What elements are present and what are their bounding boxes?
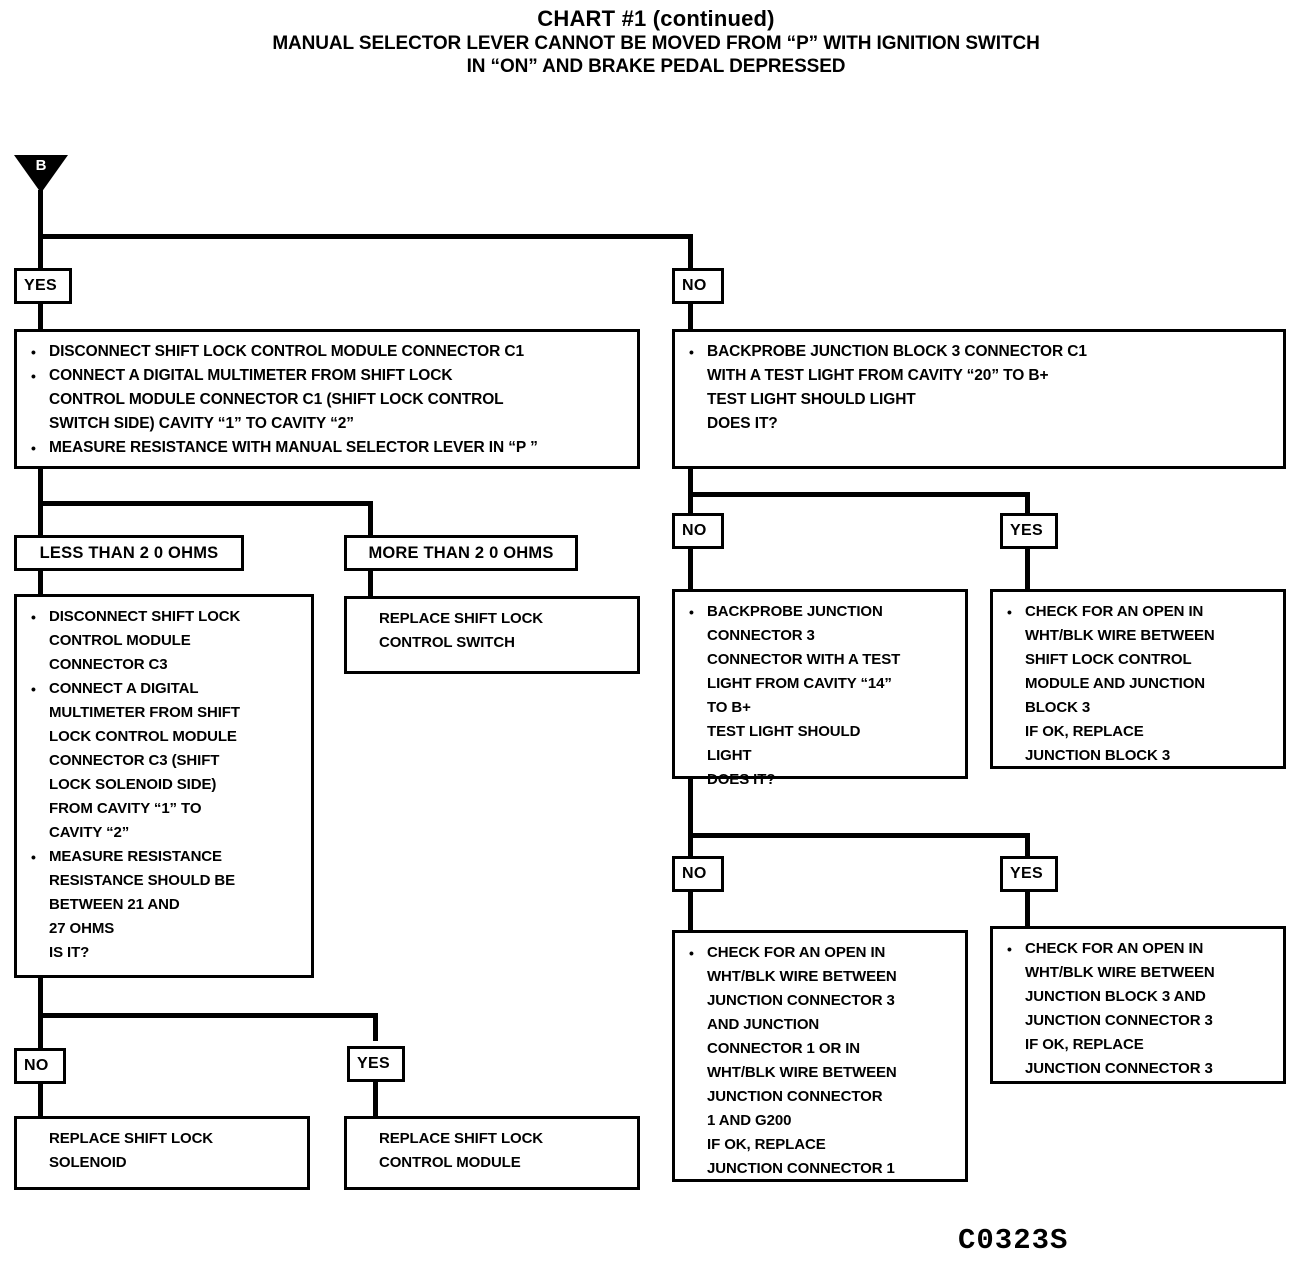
step-line: MEASURE RESISTANCE RESISTANCE SHOULD BE … (27, 845, 301, 965)
action-box-open-junction-block-3-to-connector-3: CHECK FOR AN OPEN IN WHT/BLK WIRE BETWEE… (990, 926, 1286, 1084)
connector-label: B (35, 157, 47, 174)
step-line: CONNECT A DIGITAL MULTIMETER FROM SHIFT … (27, 364, 627, 436)
branch-label-yes-mid-right[interactable]: YES (1000, 513, 1058, 549)
connector-line (38, 501, 373, 506)
connector-line (688, 469, 693, 527)
page-title: CHART #1 (continued) MANUAL SELECTOR LEV… (0, 6, 1312, 78)
branch-label-text: NO (682, 865, 707, 882)
branch-label-text: NO (682, 522, 707, 539)
action-line: REPLACE SHIFT LOCK CONTROL MODULE (379, 1130, 544, 1171)
step-line: DISCONNECT SHIFT LOCK CONTROL MODULE CON… (27, 340, 627, 364)
connector-line (1025, 833, 1030, 858)
step-box-backprobe-junction-block-3: BACKPROBE JUNCTION BLOCK 3 CONNECTOR C1 … (672, 329, 1286, 469)
connector-line (1025, 492, 1030, 514)
branch-label-text: NO (682, 277, 707, 294)
branch-label-yes-top[interactable]: YES (14, 268, 72, 304)
page-connector-b-icon: B (14, 155, 68, 193)
action-box-replace-shift-lock-solenoid: REPLACE SHIFT LOCK SOLENOID (14, 1116, 310, 1190)
action-box-replace-shift-lock-control-module: REPLACE SHIFT LOCK CONTROL MODULE (344, 1116, 640, 1190)
step-box-left-test-c1: DISCONNECT SHIFT LOCK CONTROL MODULE CON… (14, 329, 640, 469)
action-line: REPLACE SHIFT LOCK SOLENOID (49, 1130, 214, 1171)
step-line: BACKPROBE JUNCTION BLOCK 3 CONNECTOR C1 … (685, 340, 1273, 436)
branch-label-yes-left-bottom[interactable]: YES (347, 1046, 405, 1082)
connector-line (38, 190, 43, 238)
branch-label-less-than-2-0-ohms[interactable]: LESS THAN 2 0 OHMS (14, 535, 244, 571)
branch-label-text: YES (1010, 522, 1043, 539)
connector-line (38, 234, 43, 270)
branch-label-text: YES (24, 277, 57, 294)
connector-line (38, 234, 693, 239)
connector-line (373, 1013, 378, 1041)
connector-line (688, 891, 693, 931)
branch-label-yes-low-right[interactable]: YES (1000, 856, 1058, 892)
step-line: DISCONNECT SHIFT LOCK CONTROL MODULE CON… (27, 605, 301, 677)
step-line: CONNECT A DIGITAL MULTIMETER FROM SHIFT … (27, 677, 301, 845)
triangle-shape (14, 155, 68, 193)
connector-line (688, 548, 693, 590)
connector-line (1025, 548, 1030, 590)
branch-label-no-top[interactable]: NO (672, 268, 724, 304)
chart-title-line1: CHART #1 (continued) (537, 6, 775, 31)
action-box-open-shift-lock-module-to-junction-block-3: CHECK FOR AN OPEN IN WHT/BLK WIRE BETWEE… (990, 589, 1286, 769)
connector-line (688, 492, 1030, 497)
connector-line (373, 1081, 378, 1117)
connector-line (38, 303, 43, 329)
connector-line (368, 501, 373, 537)
connector-line (1025, 891, 1030, 927)
action-line: CHECK FOR AN OPEN IN WHT/BLK WIRE BETWEE… (685, 941, 955, 1181)
connector-line (368, 570, 373, 596)
branch-label-text: NO (24, 1057, 49, 1074)
connector-line (688, 234, 693, 270)
branch-label-more-than-2-0-ohms[interactable]: MORE THAN 2 0 OHMS (344, 535, 578, 571)
step-box-backprobe-junction-connector-3: BACKPROBE JUNCTION CONNECTOR 3 CONNECTOR… (672, 589, 968, 788)
connector-line (38, 1083, 43, 1117)
action-line: CHECK FOR AN OPEN IN WHT/BLK WIRE BETWEE… (1003, 937, 1273, 1081)
action-line: CHECK FOR AN OPEN IN WHT/BLK WIRE BETWEE… (1003, 600, 1273, 768)
branch-label-text: LESS THAN 2 0 OHMS (39, 543, 219, 562)
connector-line (688, 779, 693, 859)
branch-label-no-low-right[interactable]: NO (672, 856, 724, 892)
step-line: BACKPROBE JUNCTION CONNECTOR 3 CONNECTOR… (685, 600, 955, 792)
connector-line (38, 570, 43, 596)
step-box-left-test-c3: DISCONNECT SHIFT LOCK CONTROL MODULE CON… (14, 594, 314, 978)
branch-label-no-left-bottom[interactable]: NO (14, 1048, 66, 1084)
chart-title-line2: MANUAL SELECTOR LEVER CANNOT BE MOVED FR… (272, 33, 1040, 77)
action-line: REPLACE SHIFT LOCK CONTROL SWITCH (379, 610, 544, 651)
connector-line (38, 1013, 378, 1018)
action-box-replace-shift-lock-control-switch: REPLACE SHIFT LOCK CONTROL SWITCH (344, 596, 640, 674)
connector-line (688, 303, 693, 329)
branch-label-text: YES (357, 1055, 390, 1072)
step-line: MEASURE RESISTANCE WITH MANUAL SELECTOR … (27, 436, 627, 460)
action-box-open-junction-connector-3-to-1: CHECK FOR AN OPEN IN WHT/BLK WIRE BETWEE… (672, 930, 968, 1182)
diagram-reference-code: C0323S (958, 1224, 1069, 1257)
branch-label-text: MORE THAN 2 0 OHMS (368, 543, 554, 562)
branch-label-text: YES (1010, 865, 1043, 882)
connector-line (688, 833, 1030, 838)
branch-label-no-mid-right[interactable]: NO (672, 513, 724, 549)
